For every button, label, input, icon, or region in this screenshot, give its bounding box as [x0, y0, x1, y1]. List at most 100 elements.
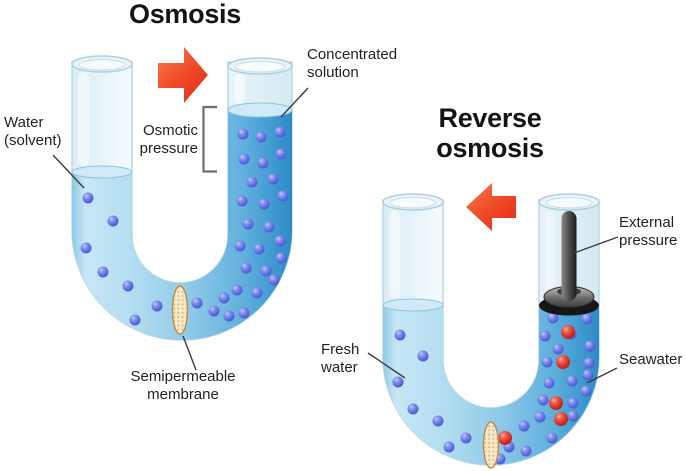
osmosis-right-glass-highlight — [234, 74, 245, 104]
osmosis-left-water-surface — [71, 165, 133, 179]
osmotic-pressure-label: Osmotic pressure — [139, 122, 198, 157]
salt-red-particle — [498, 431, 512, 445]
solute-blue-particle — [246, 176, 258, 188]
osmosis-solution-particles — [191, 126, 289, 322]
osmosis-right-water-surface — [227, 102, 293, 118]
solute-blue-particle — [432, 415, 444, 427]
piston-rod — [561, 211, 577, 301]
solute-blue-particle — [580, 385, 592, 397]
solute-blue-particle — [223, 310, 235, 322]
solute-blue-particle — [581, 313, 593, 325]
ro-left-glass-highlight — [389, 210, 400, 298]
solute-blue-particle — [236, 195, 248, 207]
ro-left-tube-rim-inner — [389, 197, 437, 209]
solute-blue-particle — [242, 218, 254, 230]
solute-blue-particle — [231, 284, 243, 296]
salt-red-particle — [561, 325, 575, 339]
solute-blue-particle — [541, 356, 553, 368]
solute-blue-particle — [275, 148, 287, 160]
solute-blue-particle — [443, 441, 455, 453]
solute-blue-particle — [263, 221, 275, 233]
solute-blue-particle — [539, 330, 551, 342]
solute-blue-particle — [274, 126, 286, 138]
solute-blue-particle — [392, 376, 404, 388]
ro-right-glass-highlight — [545, 210, 555, 288]
external-pressure-label: External pressure — [619, 214, 678, 249]
leader-concentrated-solution — [280, 87, 309, 118]
solute-blue-particle — [584, 340, 596, 352]
solute-blue-particle — [129, 314, 141, 326]
concentrated-solution-label: Concentrated solution — [307, 46, 398, 81]
solute-blue-particle — [251, 287, 263, 299]
solute-blue-particle — [546, 432, 558, 444]
solute-blue-particle — [257, 157, 269, 169]
solute-blue-particle — [537, 394, 549, 406]
solute-blue-particle — [394, 329, 406, 341]
solute-blue-particle — [238, 153, 250, 165]
ro-seawater-red-particles — [498, 325, 575, 445]
solute-blue-particle — [82, 192, 94, 204]
leader-water-solvent — [52, 154, 85, 189]
solute-blue-particle — [268, 274, 280, 286]
ro-fresh-water-surface — [382, 298, 444, 312]
salt-red-particle — [554, 412, 568, 426]
solute-blue-particle — [237, 128, 249, 140]
solute-blue-particle — [534, 411, 546, 423]
solute-blue-particle — [218, 292, 230, 304]
solute-blue-particle — [275, 252, 287, 264]
solute-blue-particle — [260, 265, 272, 277]
salt-red-particle — [556, 355, 570, 369]
osmosis-left-tube-rim-inner — [78, 59, 126, 71]
solute-blue-particle — [520, 445, 532, 457]
ro-fresh-particles — [392, 329, 472, 453]
seawater-label: Seawater — [619, 351, 683, 368]
osmosis-solvent-particles — [80, 192, 163, 326]
solute-blue-particle — [122, 280, 134, 292]
solute-blue-particle — [543, 377, 555, 389]
leader-fresh-water — [367, 352, 406, 379]
solute-blue-particle — [518, 420, 530, 432]
solute-blue-particle — [258, 198, 270, 210]
solute-blue-particle — [208, 305, 220, 317]
solute-blue-particle — [255, 131, 267, 143]
solute-blue-particle — [552, 343, 564, 355]
semipermeable-membrane-shape — [171, 285, 189, 335]
water-solvent-label: Water (solvent) — [4, 114, 62, 149]
solute-blue-particle — [151, 300, 163, 312]
solute-blue-particle — [547, 312, 559, 324]
reverse-osmosis-title: Reverse osmosis — [436, 103, 544, 163]
solute-blue-particle — [582, 369, 594, 381]
solute-blue-particle — [566, 375, 578, 387]
solute-blue-particle — [583, 357, 595, 369]
solute-blue-particle — [460, 432, 472, 444]
solute-blue-particle — [240, 262, 252, 274]
solute-blue-particle — [253, 243, 265, 255]
osmotic-pressure-bracket — [202, 105, 217, 173]
solute-blue-particle — [238, 307, 250, 319]
leader-lines — [52, 87, 619, 384]
osmosis-flow-arrow-right-icon — [158, 47, 208, 103]
osmosis-diagram — [71, 55, 293, 341]
solute-blue-particle — [97, 266, 109, 278]
solute-blue-particle — [417, 350, 429, 362]
fresh-water-label: Fresh water — [321, 341, 360, 376]
solute-blue-particle — [567, 410, 579, 422]
osmosis-right-tube-rim-inner — [234, 61, 286, 73]
ro-membrane-shape — [482, 421, 500, 469]
semipermeable-membrane-label: Semipermeable membrane — [130, 368, 236, 403]
leader-external-pressure — [573, 236, 619, 254]
solute-blue-particle — [267, 173, 279, 185]
osmosis-left-glass-highlight — [78, 72, 89, 166]
leader-semipermeable-membrane — [182, 335, 197, 371]
solute-blue-particle — [407, 403, 419, 415]
solute-blue-particle — [567, 397, 579, 409]
solute-blue-particle — [191, 297, 203, 309]
ro-right-tube-rim-inner — [545, 197, 593, 209]
solute-blue-particle — [80, 242, 92, 254]
solute-blue-particle — [107, 215, 119, 227]
reverse-osmosis-diagram — [382, 193, 600, 469]
ro-seawater-blue-particles — [494, 312, 596, 465]
solute-blue-particle — [274, 235, 286, 247]
leader-seawater — [586, 367, 618, 384]
